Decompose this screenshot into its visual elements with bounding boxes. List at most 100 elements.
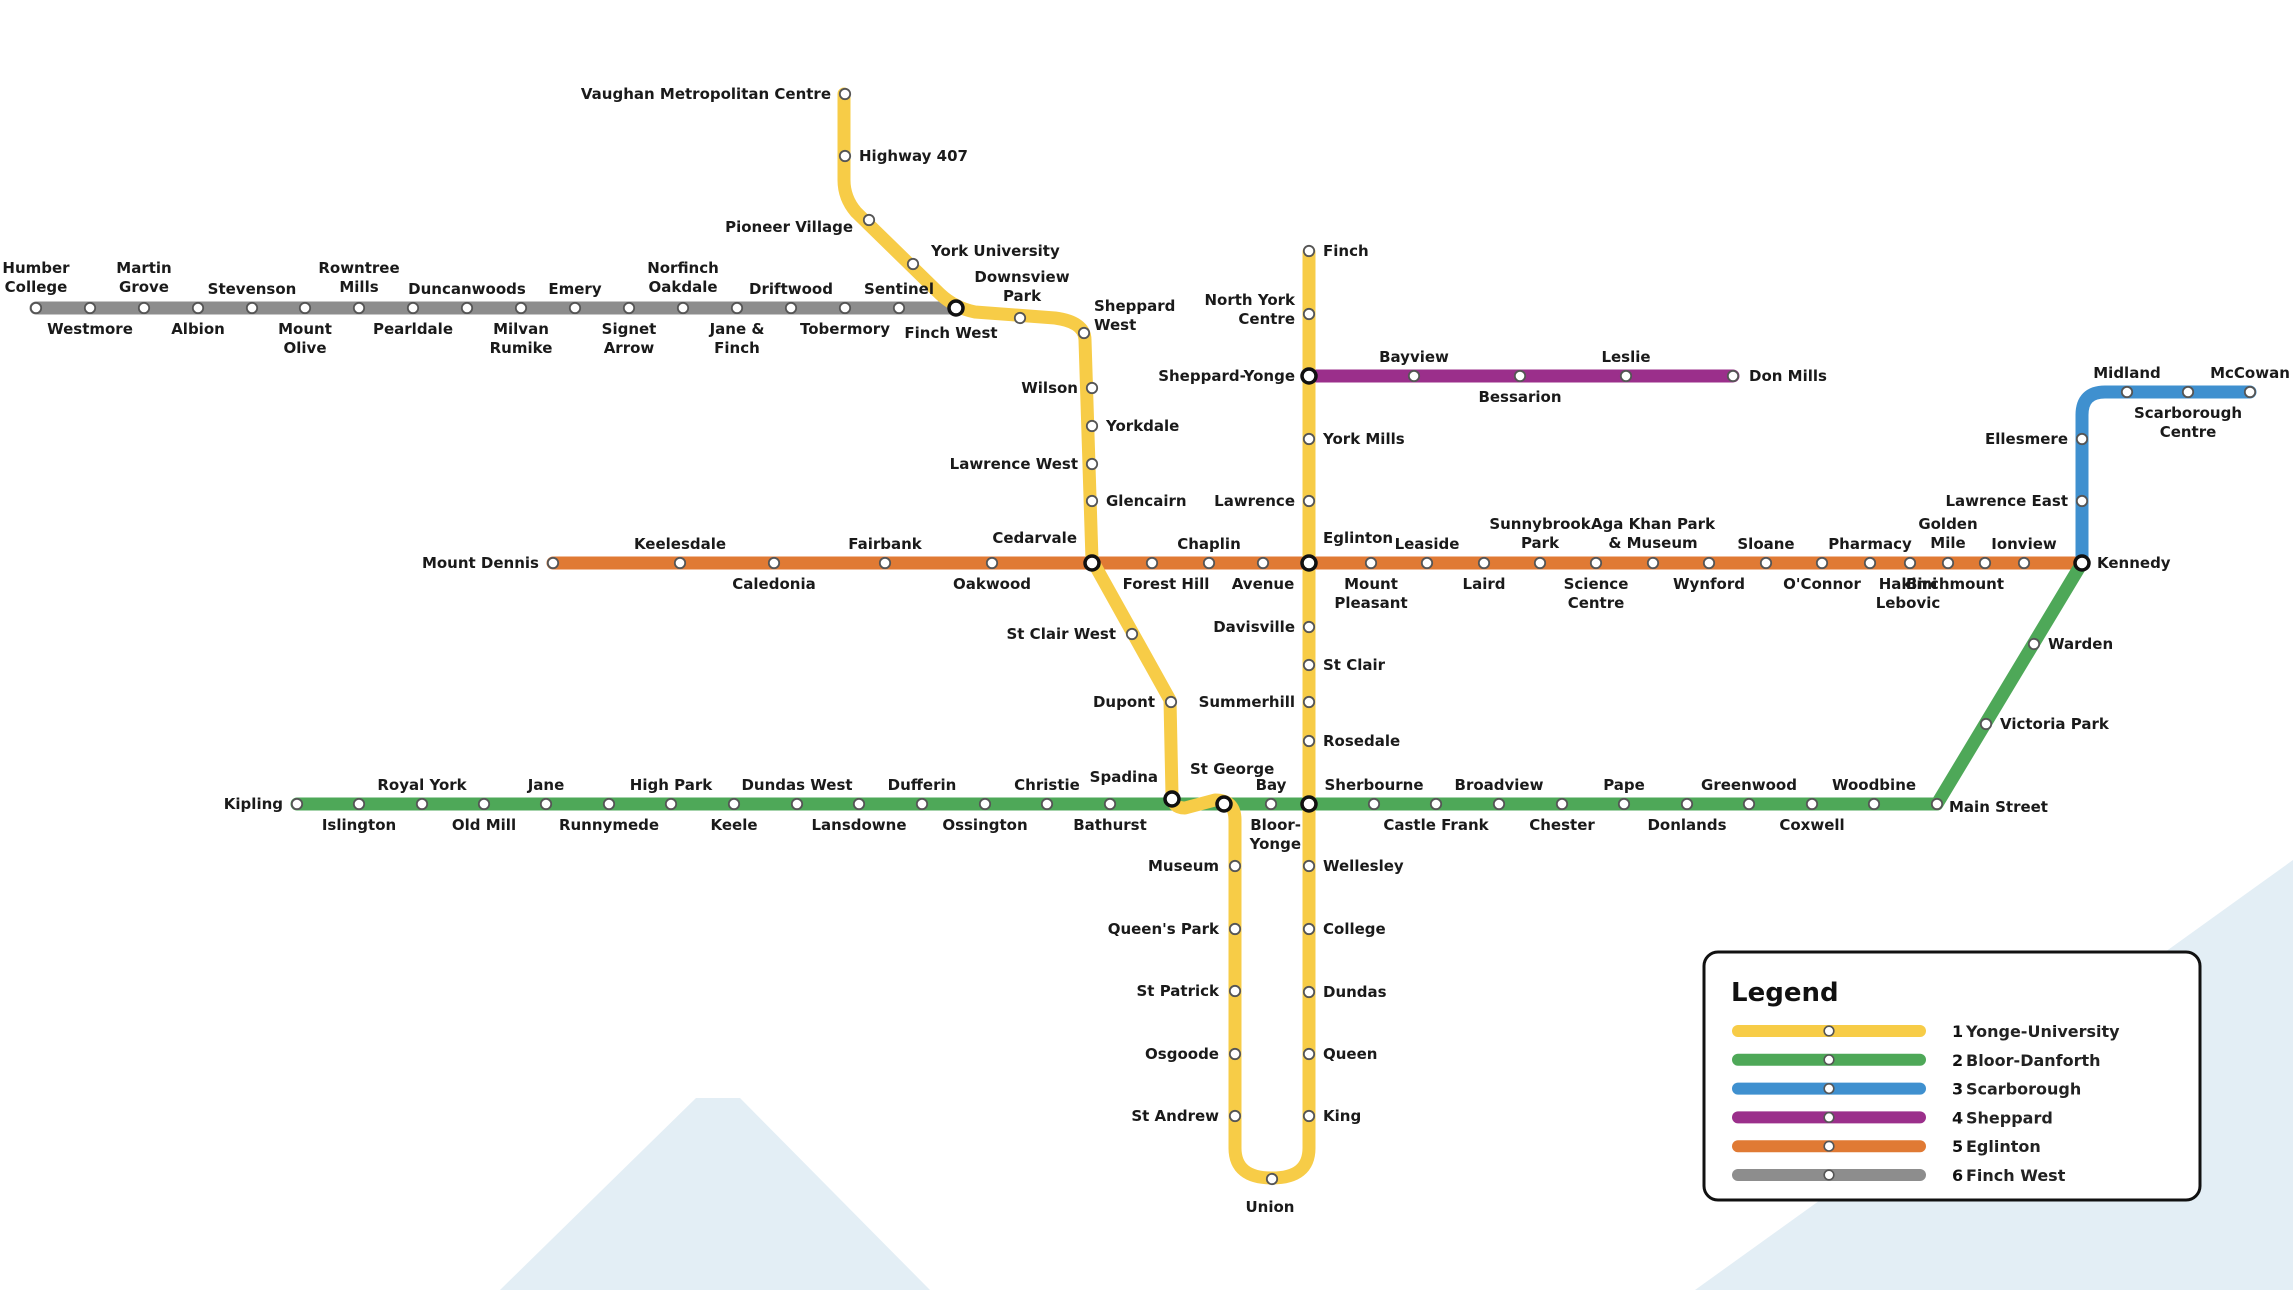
station-marker[interactable]	[406, 301, 420, 315]
station-emery[interactable]: Emery	[548, 280, 602, 315]
station-albion[interactable]: Albion	[171, 301, 225, 338]
station-bayview[interactable]: Bayview	[1379, 348, 1449, 383]
station-marker[interactable]	[906, 257, 920, 271]
station-marker[interactable]	[1533, 556, 1547, 570]
station-forest-hill[interactable]: Forest Hill	[1123, 556, 1210, 593]
station-marker[interactable]	[1429, 797, 1443, 811]
station-christie[interactable]: Christie	[1014, 776, 1080, 811]
station-marker[interactable]	[676, 301, 690, 315]
station-lawrence[interactable]: Lawrence	[1214, 492, 1316, 510]
station-sheppard-yonge[interactable]: Sheppard-Yonge	[1158, 367, 1318, 385]
station-duncanwoods[interactable]: Duncanwoods	[408, 280, 526, 315]
station-bloor-yonge[interactable]: Bloor-Yonge	[1249, 795, 1318, 853]
station-midland[interactable]: Midland	[2093, 364, 2161, 399]
station-wilson[interactable]: Wilson	[1021, 379, 1099, 397]
station-cedarvale[interactable]: Cedarvale	[992, 529, 1101, 572]
station-jane-finch[interactable]: Jane &Finch	[709, 301, 765, 357]
station-marker[interactable]	[1407, 369, 1421, 383]
station-queen[interactable]: Queen	[1302, 1045, 1378, 1063]
station-warden[interactable]: Warden	[2027, 635, 2113, 653]
station-oakwood[interactable]: Oakwood	[953, 556, 1031, 593]
station-keelesdale[interactable]: Keelesdale	[634, 535, 726, 570]
station-marker[interactable]	[1646, 556, 1660, 570]
station-eglinton[interactable]: Eglinton	[1300, 529, 1393, 572]
station-birchmount[interactable]: Birchmount	[1906, 556, 2004, 593]
station-leaside[interactable]: Leaside	[1395, 535, 1460, 570]
station-queens-park[interactable]: Queen's Park	[1108, 920, 1242, 938]
station-keele[interactable]: Keele	[710, 797, 758, 834]
station-finch[interactable]: Finch	[1302, 242, 1369, 260]
station-tobermory[interactable]: Tobermory	[800, 301, 890, 338]
station-aga-khan[interactable]: Aga Khan Park& Museum	[1591, 515, 1716, 570]
station-marker[interactable]	[1228, 1109, 1242, 1123]
station-marker[interactable]	[137, 301, 151, 315]
station-marker[interactable]	[1815, 556, 1829, 570]
station-marker[interactable]	[767, 556, 781, 570]
station-laird[interactable]: Laird	[1463, 556, 1506, 593]
station-marker[interactable]	[1364, 556, 1378, 570]
station-marker[interactable]	[1103, 797, 1117, 811]
station-marker[interactable]	[1702, 556, 1716, 570]
station-avenue[interactable]: Avenue	[1232, 556, 1295, 593]
station-caledonia[interactable]: Caledonia	[732, 556, 816, 593]
station-leslie[interactable]: Leslie	[1601, 348, 1651, 383]
station-marker[interactable]	[727, 797, 741, 811]
station-marker[interactable]	[1228, 1047, 1242, 1061]
station-marker[interactable]	[1867, 797, 1881, 811]
station-marker[interactable]	[460, 301, 474, 315]
station-marker[interactable]	[1300, 795, 1318, 813]
station-marker[interactable]	[1863, 556, 1877, 570]
station-chester[interactable]: Chester	[1529, 797, 1595, 834]
station-bessarion[interactable]: Bessarion	[1478, 369, 1562, 406]
station-marker[interactable]	[1085, 419, 1099, 433]
station-osgoode[interactable]: Osgoode	[1145, 1045, 1242, 1063]
station-marker[interactable]	[1302, 859, 1316, 873]
station-marker[interactable]	[245, 301, 259, 315]
station-marker[interactable]	[1256, 556, 1270, 570]
station-dufferin[interactable]: Dufferin	[888, 776, 957, 811]
station-marker[interactable]	[2027, 637, 2041, 651]
station-marker[interactable]	[1228, 984, 1242, 998]
station-kennedy[interactable]: Kennedy	[2073, 554, 2171, 572]
station-marker[interactable]	[730, 301, 744, 315]
station-marker[interactable]	[1302, 1047, 1316, 1061]
station-vaughan[interactable]: Vaughan Metropolitan Centre	[581, 85, 852, 103]
station-marker[interactable]	[1619, 369, 1633, 383]
station-marker[interactable]	[298, 301, 312, 315]
station-marker[interactable]	[664, 797, 678, 811]
station-marker[interactable]	[539, 797, 553, 811]
station-marker[interactable]	[1367, 797, 1381, 811]
station-marker[interactable]	[1302, 985, 1316, 999]
station-pearldale[interactable]: Pearldale	[373, 301, 453, 338]
station-ossington[interactable]: Ossington	[942, 797, 1028, 834]
station-glencairn[interactable]: Glencairn	[1085, 492, 1187, 510]
station-spadina[interactable]: Spadina	[1090, 768, 1181, 808]
station-highway407[interactable]: Highway 407	[838, 147, 968, 165]
station-sherbourne[interactable]: Sherbourne	[1324, 776, 1424, 811]
station-marker[interactable]	[2075, 494, 2089, 508]
station-marker[interactable]	[83, 301, 97, 315]
station-king[interactable]: King	[1302, 1107, 1361, 1125]
station-marker[interactable]	[1420, 556, 1434, 570]
station-marker[interactable]	[673, 556, 687, 570]
station-marker[interactable]	[1202, 556, 1216, 570]
station-high-park[interactable]: High Park	[630, 776, 713, 811]
station-marker[interactable]	[1930, 797, 1944, 811]
station-marker[interactable]	[1085, 381, 1099, 395]
station-marker[interactable]	[1302, 244, 1316, 258]
station-marker[interactable]	[1085, 494, 1099, 508]
station-marker[interactable]	[947, 299, 965, 317]
station-marker[interactable]	[546, 556, 560, 570]
station-kipling[interactable]: Kipling	[224, 795, 304, 813]
station-islington[interactable]: Islington	[322, 797, 396, 834]
station-st-george[interactable]: St George	[1190, 760, 1274, 813]
station-dundas-west[interactable]: Dundas West	[741, 776, 853, 811]
station-marker[interactable]	[1163, 790, 1181, 808]
station-marker[interactable]	[985, 556, 999, 570]
